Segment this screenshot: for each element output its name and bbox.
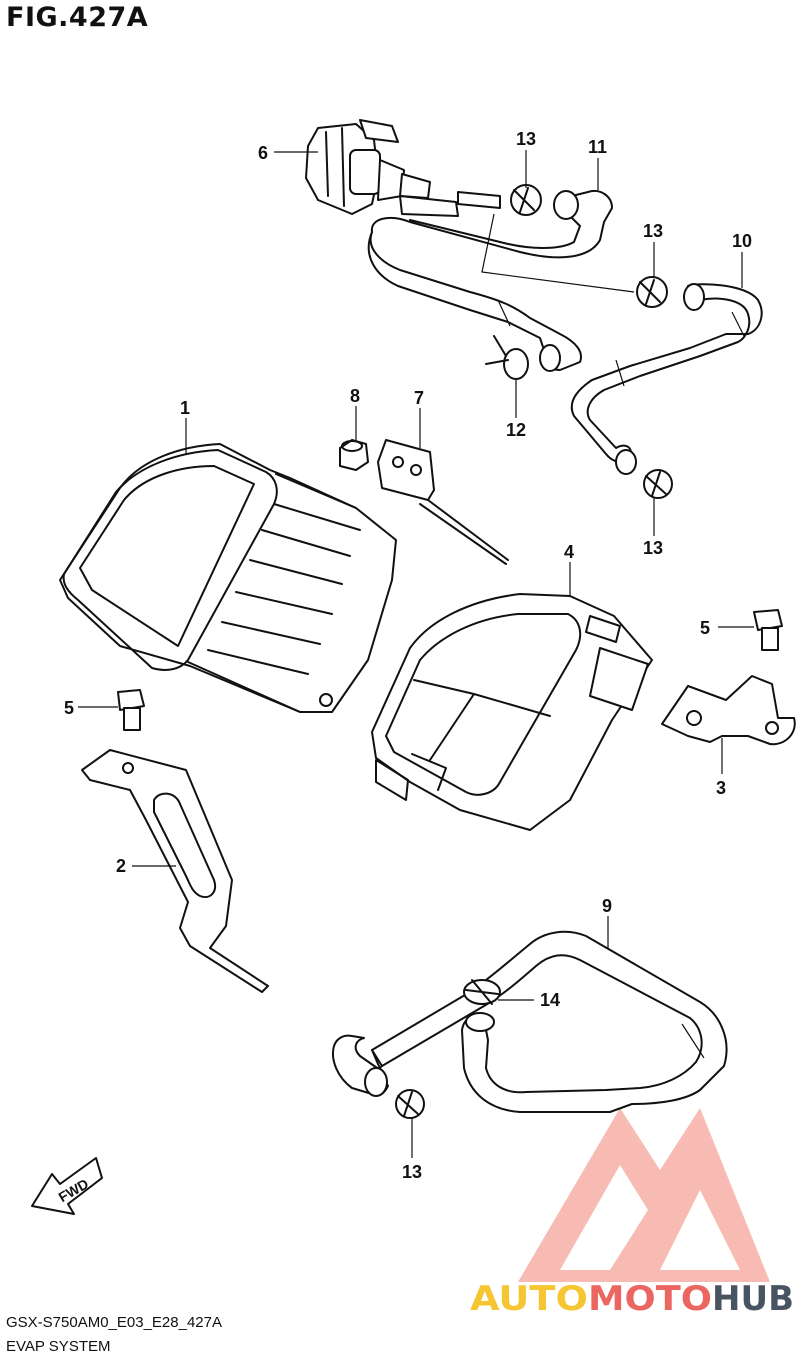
connector-line [481, 213, 635, 293]
callout-labels: 6 13 11 13 10 12 1 8 7 13 4 5 5 3 2 9 14… [64, 129, 752, 1182]
callout-8: 8 [350, 386, 360, 406]
callout-14: 14 [540, 990, 560, 1010]
clamp-13-right[interactable] [643, 469, 673, 499]
callout-7: 7 [414, 388, 424, 408]
callout-1: 1 [180, 398, 190, 418]
callout-5-right: 5 [700, 618, 710, 638]
callout-11: 11 [588, 137, 607, 157]
callout-3: 3 [716, 778, 726, 798]
callout-9: 9 [602, 896, 612, 916]
nut-8[interactable] [339, 439, 369, 471]
figure-title: FIG.427A [6, 2, 149, 33]
callout-2: 2 [116, 856, 126, 876]
clamp-14[interactable] [463, 979, 501, 1005]
purge-valve-6[interactable] [305, 119, 459, 217]
callout-13-upper: 13 [516, 129, 536, 149]
bracket-7[interactable] [377, 439, 509, 565]
callout-6: 6 [258, 143, 268, 163]
watermark-hub: HUB [712, 1279, 794, 1319]
clamp-13-lower[interactable] [395, 1089, 425, 1119]
callout-4: 4 [564, 542, 574, 562]
callout-13-lower: 13 [402, 1162, 422, 1182]
hose-9[interactable] [332, 930, 728, 1113]
leader-lines [78, 150, 754, 1158]
watermark-logo [518, 1108, 770, 1282]
callout-13-mid: 13 [643, 221, 663, 241]
watermark-text: AUTO MOTO HUB [470, 1279, 794, 1319]
clamp-13-mid[interactable] [636, 276, 668, 308]
clip-12[interactable] [485, 335, 529, 380]
callout-13-right: 13 [643, 538, 663, 558]
clamp-13-upper[interactable] [510, 184, 542, 216]
hose-10[interactable] [570, 283, 763, 475]
callout-12: 12 [506, 420, 526, 440]
bracket-2[interactable] [81, 749, 269, 993]
canister-1[interactable] [59, 443, 397, 713]
callout-10: 10 [732, 231, 752, 251]
cover-4[interactable] [371, 593, 653, 831]
hose-11[interactable] [367, 190, 613, 372]
watermark-auto: AUTO [470, 1279, 588, 1319]
callout-5-left: 5 [64, 698, 74, 718]
bolt-5-left[interactable] [117, 689, 145, 731]
bolt-5-right[interactable] [753, 609, 783, 651]
diagram-caption: EVAP SYSTEM [6, 1338, 111, 1355]
fwd-arrow-icon: FWD [31, 1157, 103, 1215]
diagram-code: GSX-S750AM0_E03_E28_427A [6, 1314, 222, 1331]
bracket-3[interactable] [661, 675, 796, 746]
watermark-moto: MOTO [588, 1279, 712, 1319]
